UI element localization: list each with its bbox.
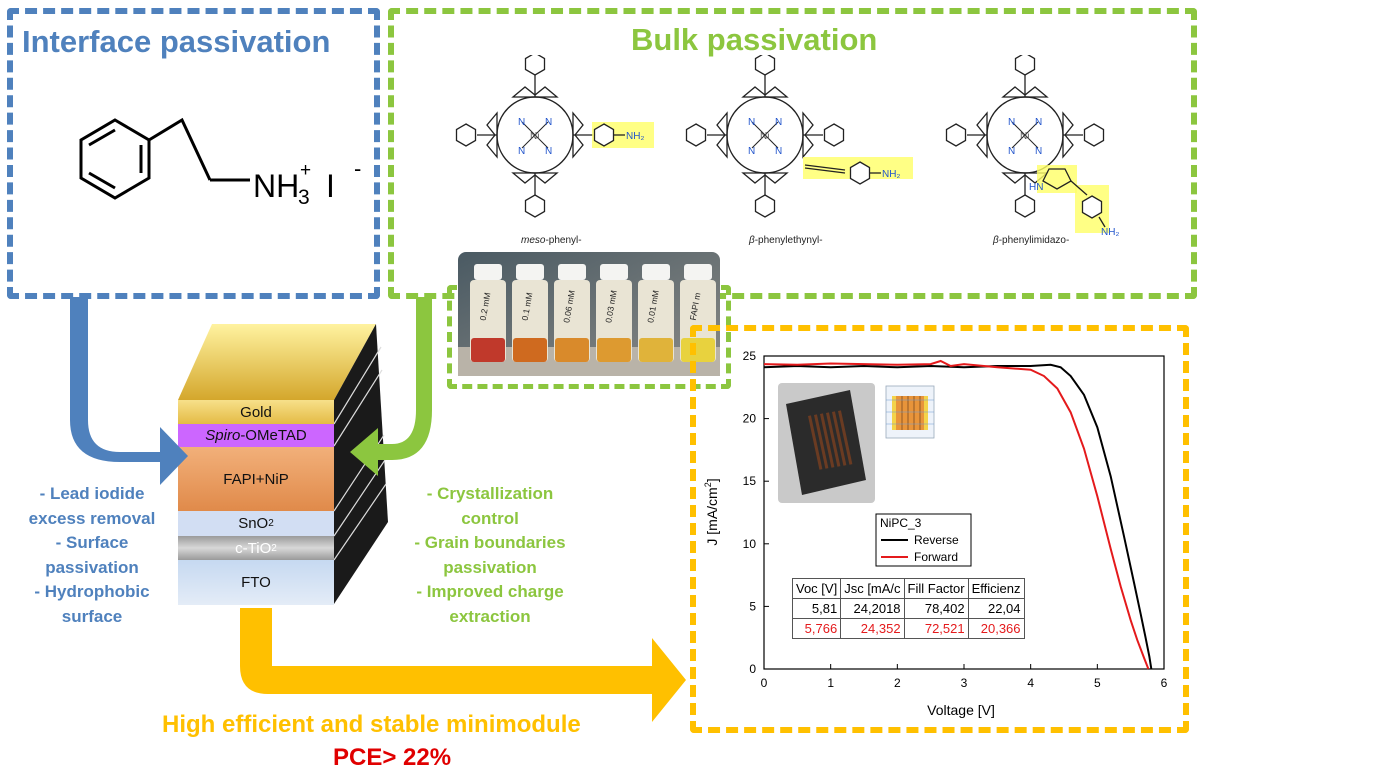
svg-text:N: N <box>518 117 525 128</box>
table-header-row: Voc [V] Jsc [mA/c Fill Factor Efficienz <box>792 578 1025 599</box>
svg-text:N: N <box>748 117 755 128</box>
svg-text:N: N <box>1035 117 1042 128</box>
y-tick-label: 20 <box>743 412 757 426</box>
formula-plus: + <box>300 160 311 181</box>
orange-arrow-body <box>240 608 686 722</box>
svg-text:N: N <box>518 146 525 157</box>
legend: NiPC_3 Reverse Forward <box>875 513 972 567</box>
x-tick-label: 2 <box>894 676 901 690</box>
x-tick-label: 5 <box>1094 676 1101 690</box>
bulk-benefits: - Crystallization control - Grain bounda… <box>414 484 566 626</box>
formula-minus: - <box>354 156 361 181</box>
svg-text:N: N <box>748 146 755 157</box>
formula-nh: NH <box>253 168 299 204</box>
svg-text:NH₂: NH₂ <box>626 131 644 142</box>
svg-text:N: N <box>775 117 782 128</box>
molecule-label-1: meso-phenyl- <box>521 235 582 246</box>
layer-perovskite: FAPI+NiP <box>178 447 334 511</box>
y-tick-label: 5 <box>749 599 756 613</box>
svg-text:NH₂: NH₂ <box>882 169 900 180</box>
module-photo <box>778 383 875 503</box>
x-tick-label: 1 <box>827 676 834 690</box>
layer-fto: FTO <box>178 560 334 605</box>
svg-text:NH₂: NH₂ <box>1101 227 1119 238</box>
y-tick-label: 10 <box>743 537 757 551</box>
svg-text:N: N <box>775 146 782 157</box>
layer-gold: Gold <box>178 400 334 424</box>
table-row-reverse: 5,81 24,2018 78,402 22,04 <box>792 598 1025 619</box>
legend-forward: Forward <box>914 550 958 564</box>
svg-text:Ni: Ni <box>1020 131 1029 142</box>
vial: 0.06 mM <box>554 264 590 362</box>
vial: 0.1 mM <box>512 264 548 362</box>
svg-text:N: N <box>545 146 552 157</box>
molecule-label-3: β-phenylimidazo- <box>993 235 1070 246</box>
vial: 0.01 mM <box>638 264 674 362</box>
module-layout-icon <box>885 385 935 439</box>
interface-passivation-title: Interface passivation <box>22 24 331 59</box>
table-row-forward: 5,766 24,352 72,521 20,366 <box>792 618 1025 639</box>
green-arrow <box>350 297 432 476</box>
x-tick-label: 4 <box>1027 676 1034 690</box>
svg-text:N: N <box>1035 146 1042 157</box>
vial: FAPI m <box>680 264 716 362</box>
legend-reverse: Reverse <box>914 533 959 547</box>
formula-sub: 3 <box>298 186 310 209</box>
blue-arrow <box>70 297 188 485</box>
svg-text:N: N <box>1008 146 1015 157</box>
x-axis-label: Voltage [V] <box>927 702 995 718</box>
formula-anion: I <box>326 168 335 204</box>
series-line-reverse <box>763 363 1153 670</box>
molecule-beta-phenylimidazo: N N N N Ni HN NH₂ <box>947 55 1119 238</box>
legend-title: NiPC_3 <box>880 516 922 530</box>
svg-text:Ni: Ni <box>760 131 769 142</box>
vial: 0.03 mM <box>596 264 632 362</box>
stack-3d-frame <box>178 324 388 604</box>
result-headline: High efficient and stable minimodule <box>162 711 581 738</box>
svg-text:N: N <box>1008 117 1015 128</box>
vial-label: FAPI m <box>688 292 703 321</box>
layer-spiro: Spiro-OMeTAD <box>178 424 334 447</box>
x-tick-label: 6 <box>1161 676 1168 690</box>
svg-text:N: N <box>545 117 552 128</box>
y-tick-label: 0 <box>749 662 756 676</box>
vial-label: 0.1 mM <box>520 292 535 322</box>
porphyrin-molecules: N N N N Ni NH₂ N N N N Ni NH₂ N N N N Ni <box>440 55 1119 238</box>
y-tick-label: 15 <box>743 474 757 488</box>
vial-label: 0.2 mM <box>478 292 493 322</box>
molecule-label-2: β-phenylethynyl- <box>749 235 823 246</box>
pce-value: PCE> 22% <box>333 744 452 771</box>
interface-passivation-box <box>7 8 380 299</box>
y-tick-label: 25 <box>743 349 757 363</box>
molecule-meso-phenyl: N N N N Ni NH₂ <box>457 55 654 217</box>
bulk-passivation-title: Bulk passivation <box>631 22 878 57</box>
molecule-beta-phenylethynyl: N N N N Ni NH₂ <box>687 55 913 217</box>
series-line-forward <box>763 359 1150 670</box>
svg-text:HN: HN <box>1029 182 1043 193</box>
jv-chart: 0 5 10 15 20 25 0 1 2 3 4 5 6 Voltage [V] J [mA/cm2… <box>703 349 1168 718</box>
x-tick-label: 0 <box>761 676 768 690</box>
svg-text:Ni: Ni <box>530 131 539 142</box>
interface-benefits: - Lead iodide excess removal - Surface p… <box>28 484 156 626</box>
peai-structure: NH 3 + I - <box>79 117 361 209</box>
results-table: Voc [V] Jsc [mA/c Fill Factor Efficienz … <box>792 578 1025 639</box>
jv-chart-box <box>690 325 1189 733</box>
vial: 0.2 mM <box>470 264 506 362</box>
y-axis-label: J [mA/cm2] <box>703 478 720 545</box>
bulk-passivation-box <box>388 8 1197 299</box>
x-tick-label: 3 <box>961 676 968 690</box>
